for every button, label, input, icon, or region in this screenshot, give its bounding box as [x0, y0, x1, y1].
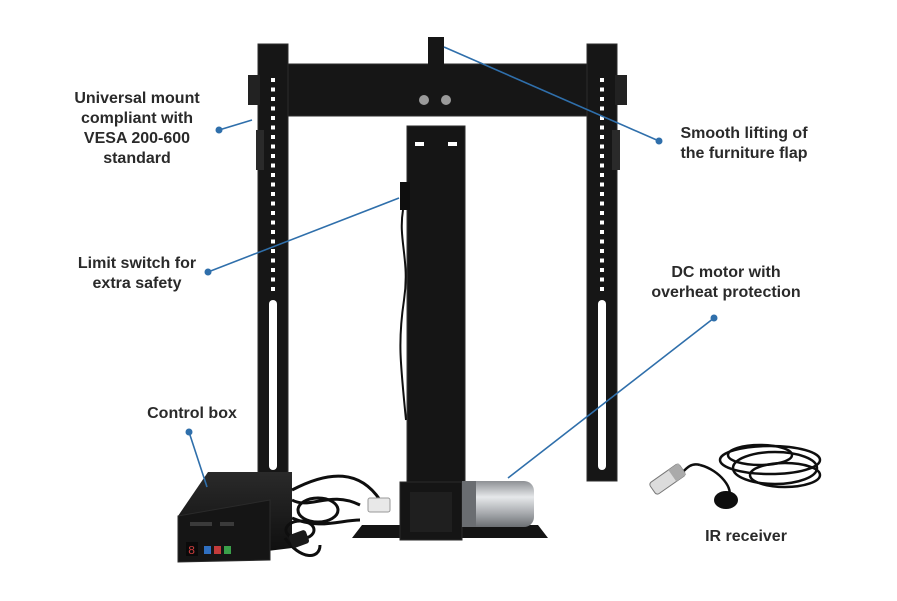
mount-hole: [271, 163, 275, 168]
mount-hole: [600, 154, 604, 158]
cable-connector: [367, 497, 391, 513]
power-cable: [283, 474, 382, 557]
mount-hole: [600, 116, 604, 120]
mount-hole: [271, 277, 275, 282]
mount-hole: [600, 106, 604, 111]
mount-hole: [271, 106, 275, 111]
mount-hole: [600, 249, 604, 253]
limit-callout-line-1: Limit switch for: [77, 255, 197, 272]
mount-hole: [600, 220, 604, 225]
mount-hole: [271, 258, 275, 263]
lifting-leader-dot: [655, 137, 663, 145]
mount-hole: [271, 249, 275, 253]
mount-hole: [600, 87, 604, 92]
control-callout: Control box: [132, 404, 252, 424]
mount-hole: [271, 87, 275, 92]
mount-hole: [600, 173, 604, 177]
column-top-bracket: [428, 37, 444, 67]
mount-hole: [600, 201, 604, 206]
mount-hole: [600, 125, 604, 130]
mount-callout-line-3: VESA 200-600: [83, 130, 191, 147]
power-plug: [288, 530, 310, 548]
mount-hole: [600, 97, 604, 101]
mount-arm-right: [586, 43, 627, 482]
control-box-device: 8: [177, 472, 292, 563]
mount-callout-line-1: Universal mount: [74, 90, 200, 107]
limit-switch: [399, 182, 410, 421]
mount-hole: [271, 116, 275, 120]
mount-hole: [271, 97, 275, 101]
lifting-callout: Smooth lifting of the furniture flap: [664, 124, 824, 164]
mount-hole: [271, 201, 275, 206]
lift-column: [406, 125, 466, 487]
mount-hole: [600, 192, 604, 196]
limit-callout-line-2: extra safety: [92, 275, 182, 292]
mount-hole: [271, 239, 275, 244]
leader-dots: [185, 126, 718, 436]
mount-hole: [600, 239, 604, 244]
mount-hole: [271, 220, 275, 225]
ir-callout: IR receiver: [686, 527, 806, 547]
mount-callout-line-4: standard: [103, 150, 171, 167]
mount-hole: [271, 287, 275, 291]
control-callout-line-1: Control box: [147, 405, 237, 422]
mount-hole: [600, 182, 604, 187]
mount-hole: [600, 78, 604, 82]
mount-hole: [600, 163, 604, 168]
ir-callout-line-1: IR receiver: [705, 528, 787, 545]
mount-hole: [271, 173, 275, 177]
base-plate: [352, 481, 548, 541]
limit-callout: Limit switch for extra safety: [62, 254, 212, 294]
lifting-callout-line-2: the furniture flap: [680, 145, 808, 162]
control-box-display: 8: [188, 544, 195, 558]
mount-hole: [600, 287, 604, 291]
mount-hole: [600, 268, 604, 272]
ir-receiver-device: [649, 443, 822, 509]
dc-motor: [462, 481, 534, 527]
mount-hole: [271, 125, 275, 130]
mount-hole: [600, 230, 604, 234]
mount-hole: [271, 78, 275, 82]
lifting-callout-line-1: Smooth lifting of: [680, 125, 808, 142]
mount-hole: [271, 192, 275, 196]
mount-hole: [600, 135, 604, 139]
motor-leader-dot: [710, 314, 718, 322]
mount-leader-dot: [215, 126, 223, 134]
cross-bar: [285, 63, 589, 117]
mount-hole: [271, 135, 275, 139]
mount-hole: [271, 211, 275, 215]
mount-hole: [600, 258, 604, 263]
mount-callout: Universal mount compliant with VESA 200-…: [52, 89, 222, 169]
mount-hole: [271, 268, 275, 272]
mount-hole: [600, 211, 604, 215]
mount-hole: [271, 182, 275, 187]
mount-arm-left: [248, 43, 289, 482]
mount-hole: [271, 144, 275, 149]
mount-hole: [271, 230, 275, 234]
motor-callout: DC motor with overheat protection: [636, 263, 816, 303]
motor-callout-line-1: DC motor with: [671, 264, 781, 281]
limit-leader-dot: [204, 268, 212, 276]
mount-hole: [271, 154, 275, 158]
mount-hole: [600, 144, 604, 149]
leader-lines: [188, 46, 715, 488]
control-leader-dot: [185, 428, 193, 436]
motor-callout-line-2: overheat protection: [651, 284, 801, 301]
mount-hole: [600, 277, 604, 282]
mount-callout-line-2: compliant with: [81, 110, 193, 127]
